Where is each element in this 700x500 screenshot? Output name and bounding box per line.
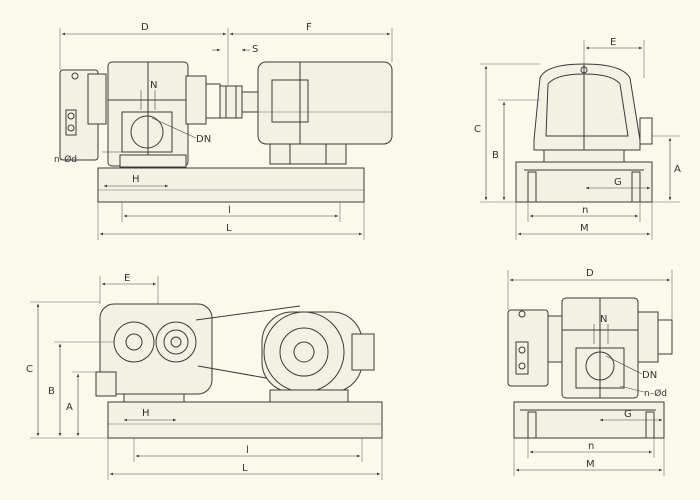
side-e-label: E — [610, 37, 616, 48]
side-bottom-g-label: G — [624, 409, 632, 420]
belt-drive-view: E C B A H l L — [26, 273, 383, 480]
side-c-label: C — [474, 124, 481, 135]
n-label: N — [150, 80, 157, 91]
h-label: H — [132, 174, 140, 185]
side-bottom-dn-label: DN — [642, 370, 657, 381]
n-phi-label: n–Ød — [54, 154, 77, 165]
belt-e-label: E — [124, 273, 130, 284]
side-view-top: E C B A G n M — [474, 37, 681, 240]
pump-casing-side — [533, 63, 641, 151]
belt-upper — [195, 305, 301, 321]
side-a-label: A — [674, 164, 681, 175]
side-g-label: G — [614, 177, 622, 188]
l-small-label: l — [228, 205, 231, 216]
belt-pump — [95, 303, 213, 403]
side-bottom-d-label: D — [586, 268, 594, 279]
motor — [257, 61, 393, 165]
belt-b-label: B — [48, 386, 55, 397]
pump-body — [59, 61, 221, 168]
belt-l-small-label: l — [246, 445, 249, 456]
belt-a-label: A — [66, 402, 73, 413]
side-view-bottom: N DN n–Ød D G n M — [507, 268, 673, 476]
coupling — [219, 85, 261, 119]
belt-motor — [261, 311, 375, 403]
side-b-label: B — [492, 150, 499, 161]
belt-h-label: H — [142, 408, 150, 419]
dn-label: DN — [196, 134, 211, 145]
d-label: D — [141, 22, 149, 33]
side-bottom-m-label: M — [586, 459, 595, 470]
belt-c-label: C — [26, 364, 33, 375]
s-label: S — [252, 44, 258, 55]
side-bottom-n-label: N — [600, 314, 607, 325]
front-view-top: DN n–Ød N D F S H l L — [54, 22, 393, 240]
side-bottom-n-small-label: n — [588, 441, 594, 452]
side-bottom-n-phi-label: n–Ød — [644, 388, 667, 399]
belt-l-large-label: L — [242, 463, 248, 474]
l-large-label: L — [226, 223, 232, 234]
side-m-label: M — [580, 223, 589, 234]
side-bottom-pump — [507, 297, 673, 399]
side-n-label: n — [582, 205, 588, 216]
f-label: F — [306, 22, 312, 33]
